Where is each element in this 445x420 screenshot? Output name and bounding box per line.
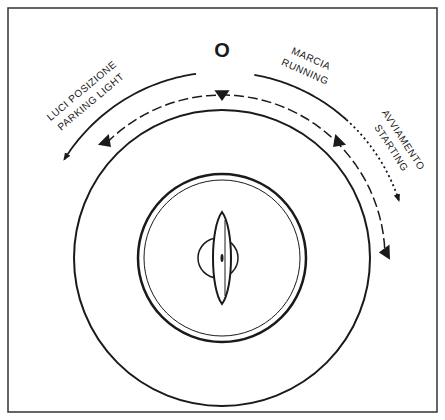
position-arc	[107, 95, 385, 252]
position-marker	[379, 245, 390, 260]
position-marker	[333, 134, 346, 147]
position-label: O	[214, 40, 230, 60]
turn-arrow	[254, 75, 346, 120]
key-blade	[213, 212, 231, 304]
position-marker	[98, 134, 111, 147]
frame	[8, 8, 437, 412]
key-edge	[225, 220, 226, 296]
switch-ring	[74, 110, 370, 406]
lock-cylinder	[138, 174, 306, 342]
key-hole	[221, 254, 224, 262]
position-marker	[214, 90, 229, 101]
lock-cylinder-inner	[144, 180, 300, 336]
